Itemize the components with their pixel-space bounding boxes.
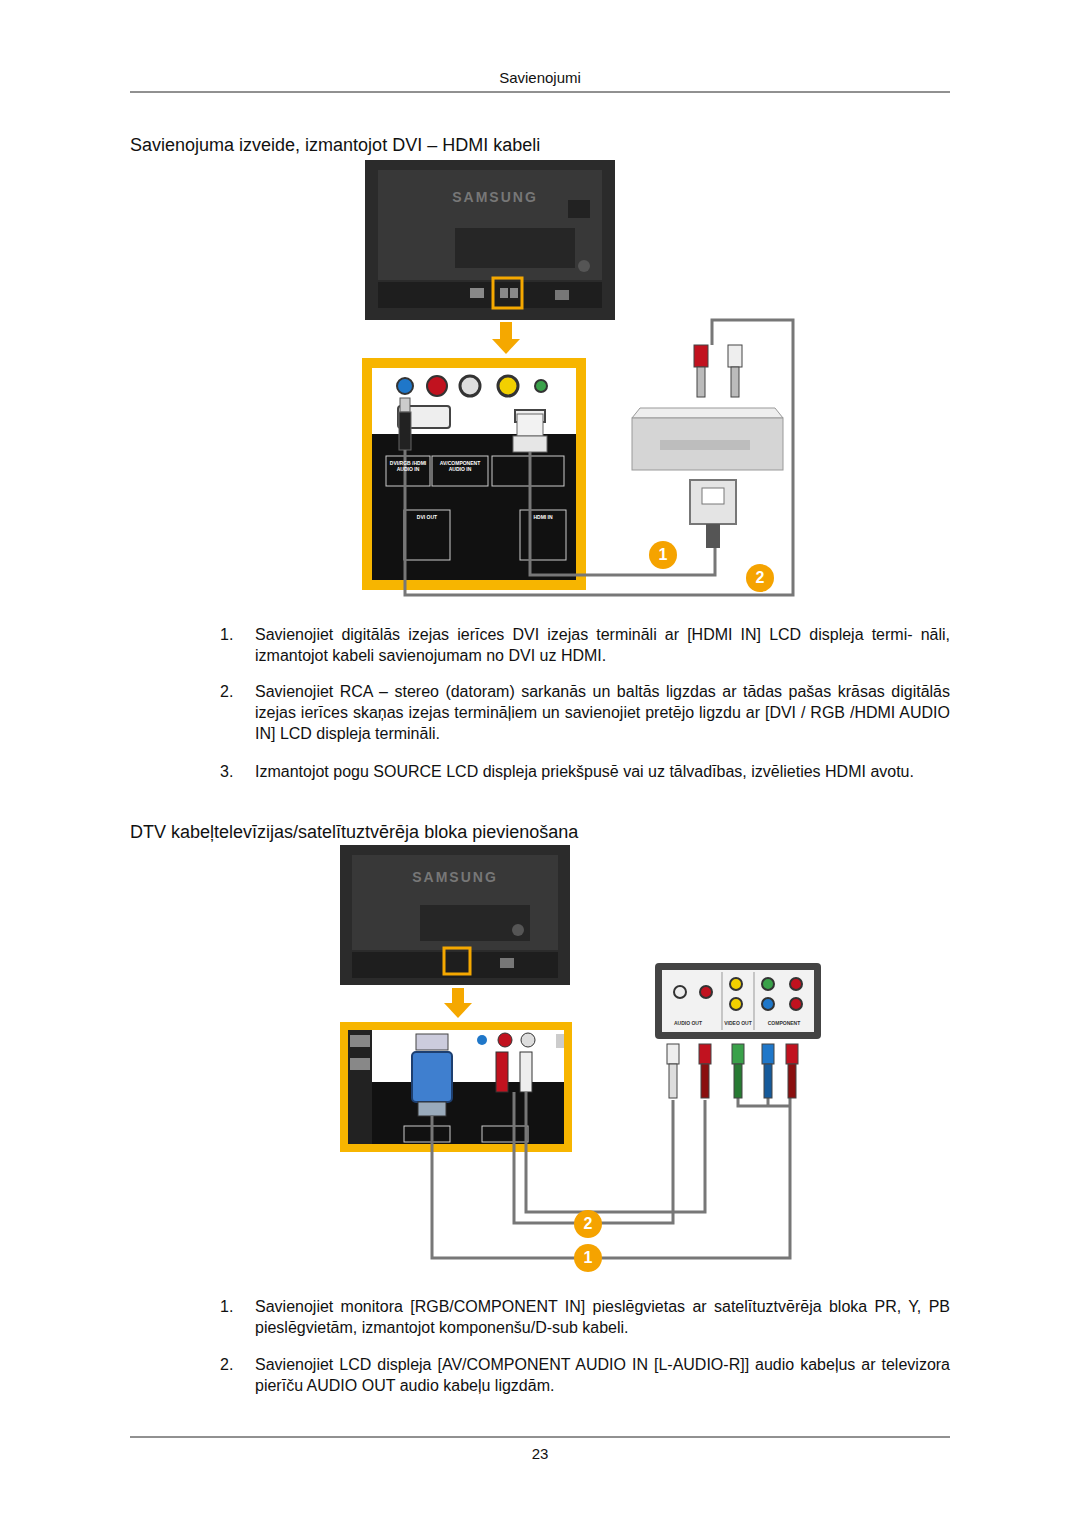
list-number: 2. [220, 1354, 250, 1375]
port-label: VIDEO OUT [722, 1020, 754, 1026]
port-label: AV/COMPONENT AUDIO IN [433, 460, 487, 472]
callout-number: 2 [574, 1210, 602, 1238]
page-number: 23 [130, 1444, 950, 1464]
list-number: 1. [220, 624, 250, 645]
callout-number: 2 [746, 564, 774, 592]
list-item: Izmantojot pogu SOURCE LCD displeja prie… [255, 761, 950, 782]
list-item: Savienojiet digitālās izejas ierīces DVI… [255, 624, 950, 666]
port-label: AUDIO OUT [664, 1020, 712, 1026]
list-item: Savienojiet LCD displeja [AV/COMPONENT A… [255, 1354, 950, 1396]
callout-text: 2 [756, 569, 765, 587]
list-item: Savienojiet monitora [RGB/COMPONENT IN] … [255, 1296, 950, 1338]
callout-number: 1 [574, 1244, 602, 1272]
list-number: 1. [220, 1296, 250, 1317]
list-number: 3. [220, 761, 250, 782]
callout-text: 1 [659, 546, 668, 564]
section-heading: Savienojuma izveide, izmantojot DVI – HD… [130, 134, 950, 158]
section-heading: DTV kabeļtelevīzijas/satelītuztvērēja bl… [130, 821, 950, 845]
list-item: Savienojiet RCA – stereo (datoram) sarka… [255, 681, 950, 744]
callout-text: 2 [584, 1215, 593, 1233]
running-header: Savienojumi [130, 68, 950, 88]
port-label: DVI OUT [405, 514, 449, 520]
brand-logo: SAMSUNG [440, 188, 550, 206]
callout-number: 1 [649, 541, 677, 569]
port-label: DVI/RGB /HDMI AUDIO IN [387, 460, 429, 472]
brand-logo: SAMSUNG [400, 868, 510, 886]
port-label: HDMI IN [521, 514, 565, 520]
port-label: COMPONENT [756, 1020, 812, 1026]
list-number: 2. [220, 681, 250, 702]
callout-text: 1 [584, 1249, 593, 1267]
